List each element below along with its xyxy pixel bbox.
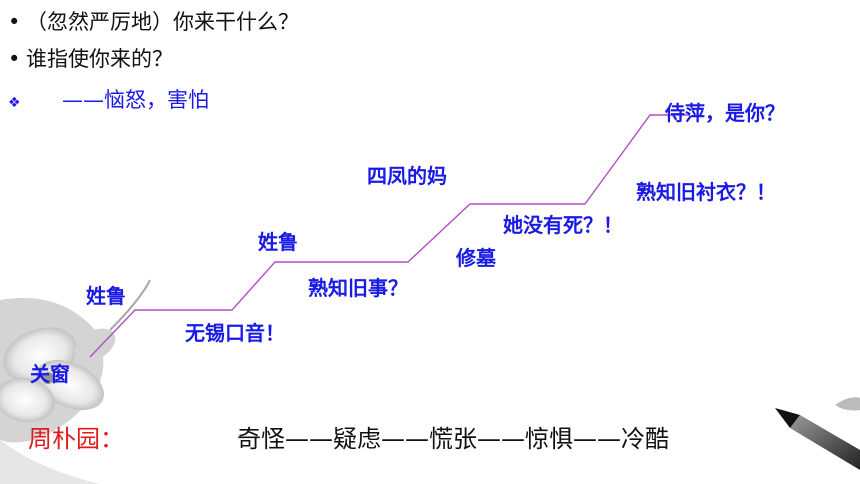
step-label-shiping: 侍萍，是你？ bbox=[665, 101, 785, 125]
diamond-bullet-icon: ❖ bbox=[8, 95, 21, 111]
step-label-shuzhi-chenyi: 熟知旧衬衣？！ bbox=[636, 180, 776, 204]
step-label-xiumu: 修墓 bbox=[456, 246, 496, 270]
question-bullet-1: •（忽然严厉地）你来干什么？ bbox=[8, 6, 299, 36]
question-text: 谁指使你来的？ bbox=[26, 47, 173, 71]
step-label-xinglu-1: 姓鲁 bbox=[86, 284, 126, 308]
bullet-marker: • bbox=[8, 10, 21, 34]
bullet-marker: • bbox=[8, 47, 21, 71]
step-label-sifeng-ma: 四凤的妈 bbox=[367, 164, 447, 188]
progression-steps-line bbox=[89, 114, 690, 358]
emotion-text: ——恼怒，害怕 bbox=[62, 88, 209, 112]
step-label-xinglu-2: 姓鲁 bbox=[258, 230, 298, 254]
step-label-shuzhi-jiushi: 熟知旧事？ bbox=[308, 276, 408, 300]
brush-pen-icon bbox=[775, 397, 860, 470]
step-label-wuxi-accent: 无锡口音！ bbox=[185, 321, 285, 345]
question-text: （忽然严厉地）你来干什么？ bbox=[26, 10, 299, 34]
flower-decoration-icon bbox=[0, 279, 151, 484]
step-label-guanchuang: 关窗 bbox=[30, 362, 70, 386]
step-label-ta-mei-si: 她没有死？！ bbox=[503, 213, 623, 237]
emotion-chain: 奇怪——疑虑——慌张——惊惧——冷酷 bbox=[237, 425, 669, 453]
emotion-note: ❖ ——恼怒，害怕 bbox=[8, 84, 209, 114]
question-bullet-2: •谁指使你来的？ bbox=[8, 43, 173, 73]
speaker-label: 周朴园： bbox=[28, 425, 124, 453]
